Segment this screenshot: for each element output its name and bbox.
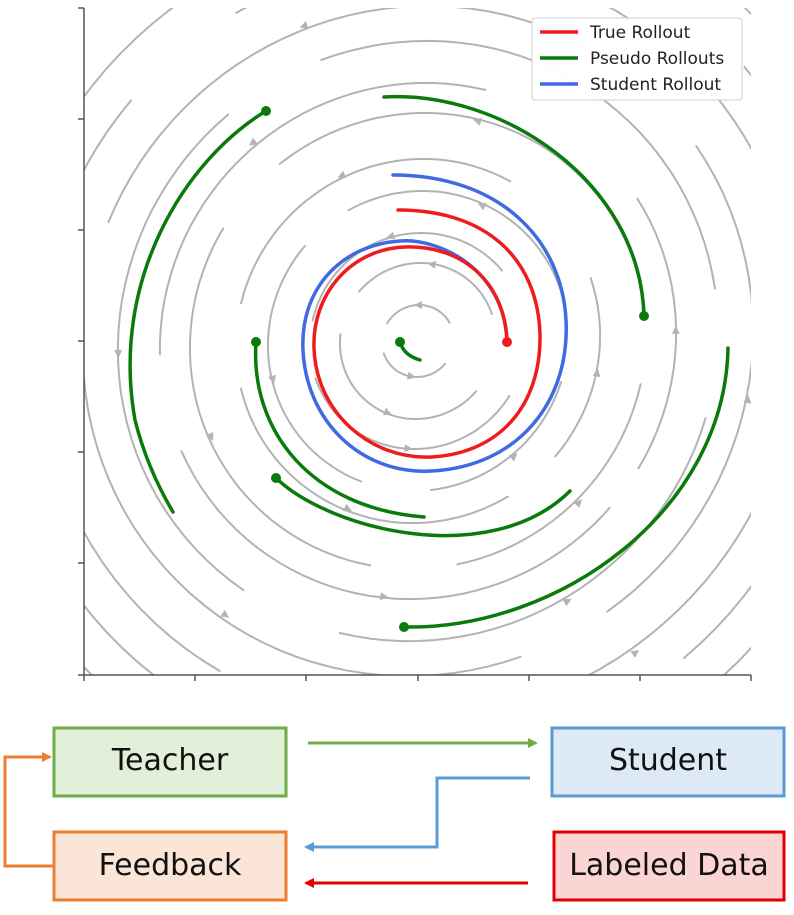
student-box-rect — [552, 728, 784, 796]
pseudo-start-dot — [395, 337, 405, 347]
legend-label-pseudo: Pseudo Rollouts — [590, 49, 724, 69]
teacher-label: Teacher — [111, 743, 229, 778]
streamline-arrowhead — [268, 374, 276, 384]
streamline-arrowhead — [386, 231, 395, 240]
pseudo-rollouts — [128, 94, 730, 629]
streamline-arrowhead — [220, 609, 230, 618]
legend: True Rollout Pseudo Rollouts Student Rol… — [531, 17, 743, 101]
streamline — [456, 383, 642, 566]
student-box: Student — [550, 726, 786, 798]
streamline — [743, 8, 751, 16]
streamline-arrowhead — [427, 260, 437, 269]
streamline — [84, 665, 94, 675]
streamline-arrowhead — [337, 170, 347, 178]
axes-frame — [78, 7, 752, 681]
pseudo-start-dot — [399, 622, 409, 632]
pseudo-rollout-5 — [402, 346, 730, 629]
x-axis-ticks — [83, 675, 752, 681]
pseudo-start-dot — [261, 106, 271, 116]
teacher-box-rect — [54, 728, 286, 796]
streamline — [338, 417, 707, 643]
phase-portrait-plot: True Rollout Pseudo Rollouts Student Rol… — [39, 7, 752, 681]
streamline — [606, 145, 751, 613]
streamline-arrowhead — [249, 137, 258, 146]
feedback-label: Feedback — [99, 848, 242, 883]
pseudo-start-dot — [271, 473, 281, 483]
student-box-border — [550, 726, 786, 798]
streamline — [586, 511, 751, 675]
streamline — [314, 377, 511, 450]
true-rollout-start-dot — [502, 337, 512, 347]
student-to-feedback-arrow — [304, 776, 530, 852]
teacher-box: Teacher — [52, 726, 288, 798]
streamline — [84, 341, 522, 675]
streamline-arrowhead — [592, 368, 601, 378]
streamline — [386, 304, 451, 325]
pseudo-start-dot — [251, 337, 261, 347]
pseudo-start-dot — [639, 311, 649, 321]
labeled-data-box: Labeled Data — [552, 830, 786, 902]
streamline-arrowhead — [404, 444, 413, 453]
streamline-arrowhead — [573, 499, 582, 508]
student-label: Student — [609, 743, 727, 778]
pseudo-rollout-3 — [253, 340, 426, 519]
student-rollout — [301, 173, 568, 473]
streamline — [158, 81, 487, 356]
legend-label-true: True Rollout — [589, 23, 691, 43]
streamline — [84, 99, 221, 672]
pseudo-rollout-2 — [382, 94, 646, 318]
streamline-arrowhead — [114, 349, 123, 359]
streamline — [235, 8, 751, 151]
legend-box — [531, 17, 743, 101]
teacher-box-border — [52, 726, 288, 798]
true-rollout — [312, 208, 542, 459]
streamline-arrowhead — [379, 592, 389, 601]
streamline-arrowhead — [562, 598, 572, 607]
streamline — [107, 8, 589, 224]
streamline-arrowhead — [206, 432, 214, 441]
streamline — [84, 8, 174, 99]
streamline-arrowhead — [630, 650, 640, 658]
streamline-arrowhead — [473, 117, 482, 126]
streamline-arrowhead — [508, 453, 518, 462]
y-axis-ticks — [78, 7, 84, 676]
labeled-data-box-border — [552, 830, 786, 902]
streamline — [636, 197, 678, 470]
streamline-arrowhead — [39, 402, 47, 411]
labeled-data-label: Labeled Data — [569, 848, 769, 883]
streamline-arrowhead — [382, 407, 392, 416]
streamline — [239, 387, 509, 524]
teacher-student-diagram: Teacher Student Feedback Labeled Data — [3, 726, 786, 902]
streamline-arrowhead — [477, 203, 487, 211]
streamline-arrowhead — [743, 395, 751, 404]
streamline-arrowhead — [414, 301, 422, 309]
streamline-arrowhead — [407, 371, 416, 380]
pseudo-rollout-4 — [274, 476, 572, 538]
pseudo-rollout-start-points — [251, 106, 649, 632]
legend-label-student: Student Rollout — [590, 75, 721, 95]
streamline-arrowhead — [671, 325, 680, 334]
feedback-box: Feedback — [52, 830, 288, 902]
labeled-data-box-rect — [554, 832, 784, 900]
streamline-arrowhead — [299, 21, 309, 29]
pseudo-rollout-1 — [128, 109, 268, 514]
feedback-to-teacher-arrow — [3, 752, 54, 868]
feedback-box-rect — [54, 832, 286, 900]
streamline — [683, 66, 751, 659]
streamline — [189, 227, 372, 567]
streamline-arrowhead — [343, 503, 352, 512]
